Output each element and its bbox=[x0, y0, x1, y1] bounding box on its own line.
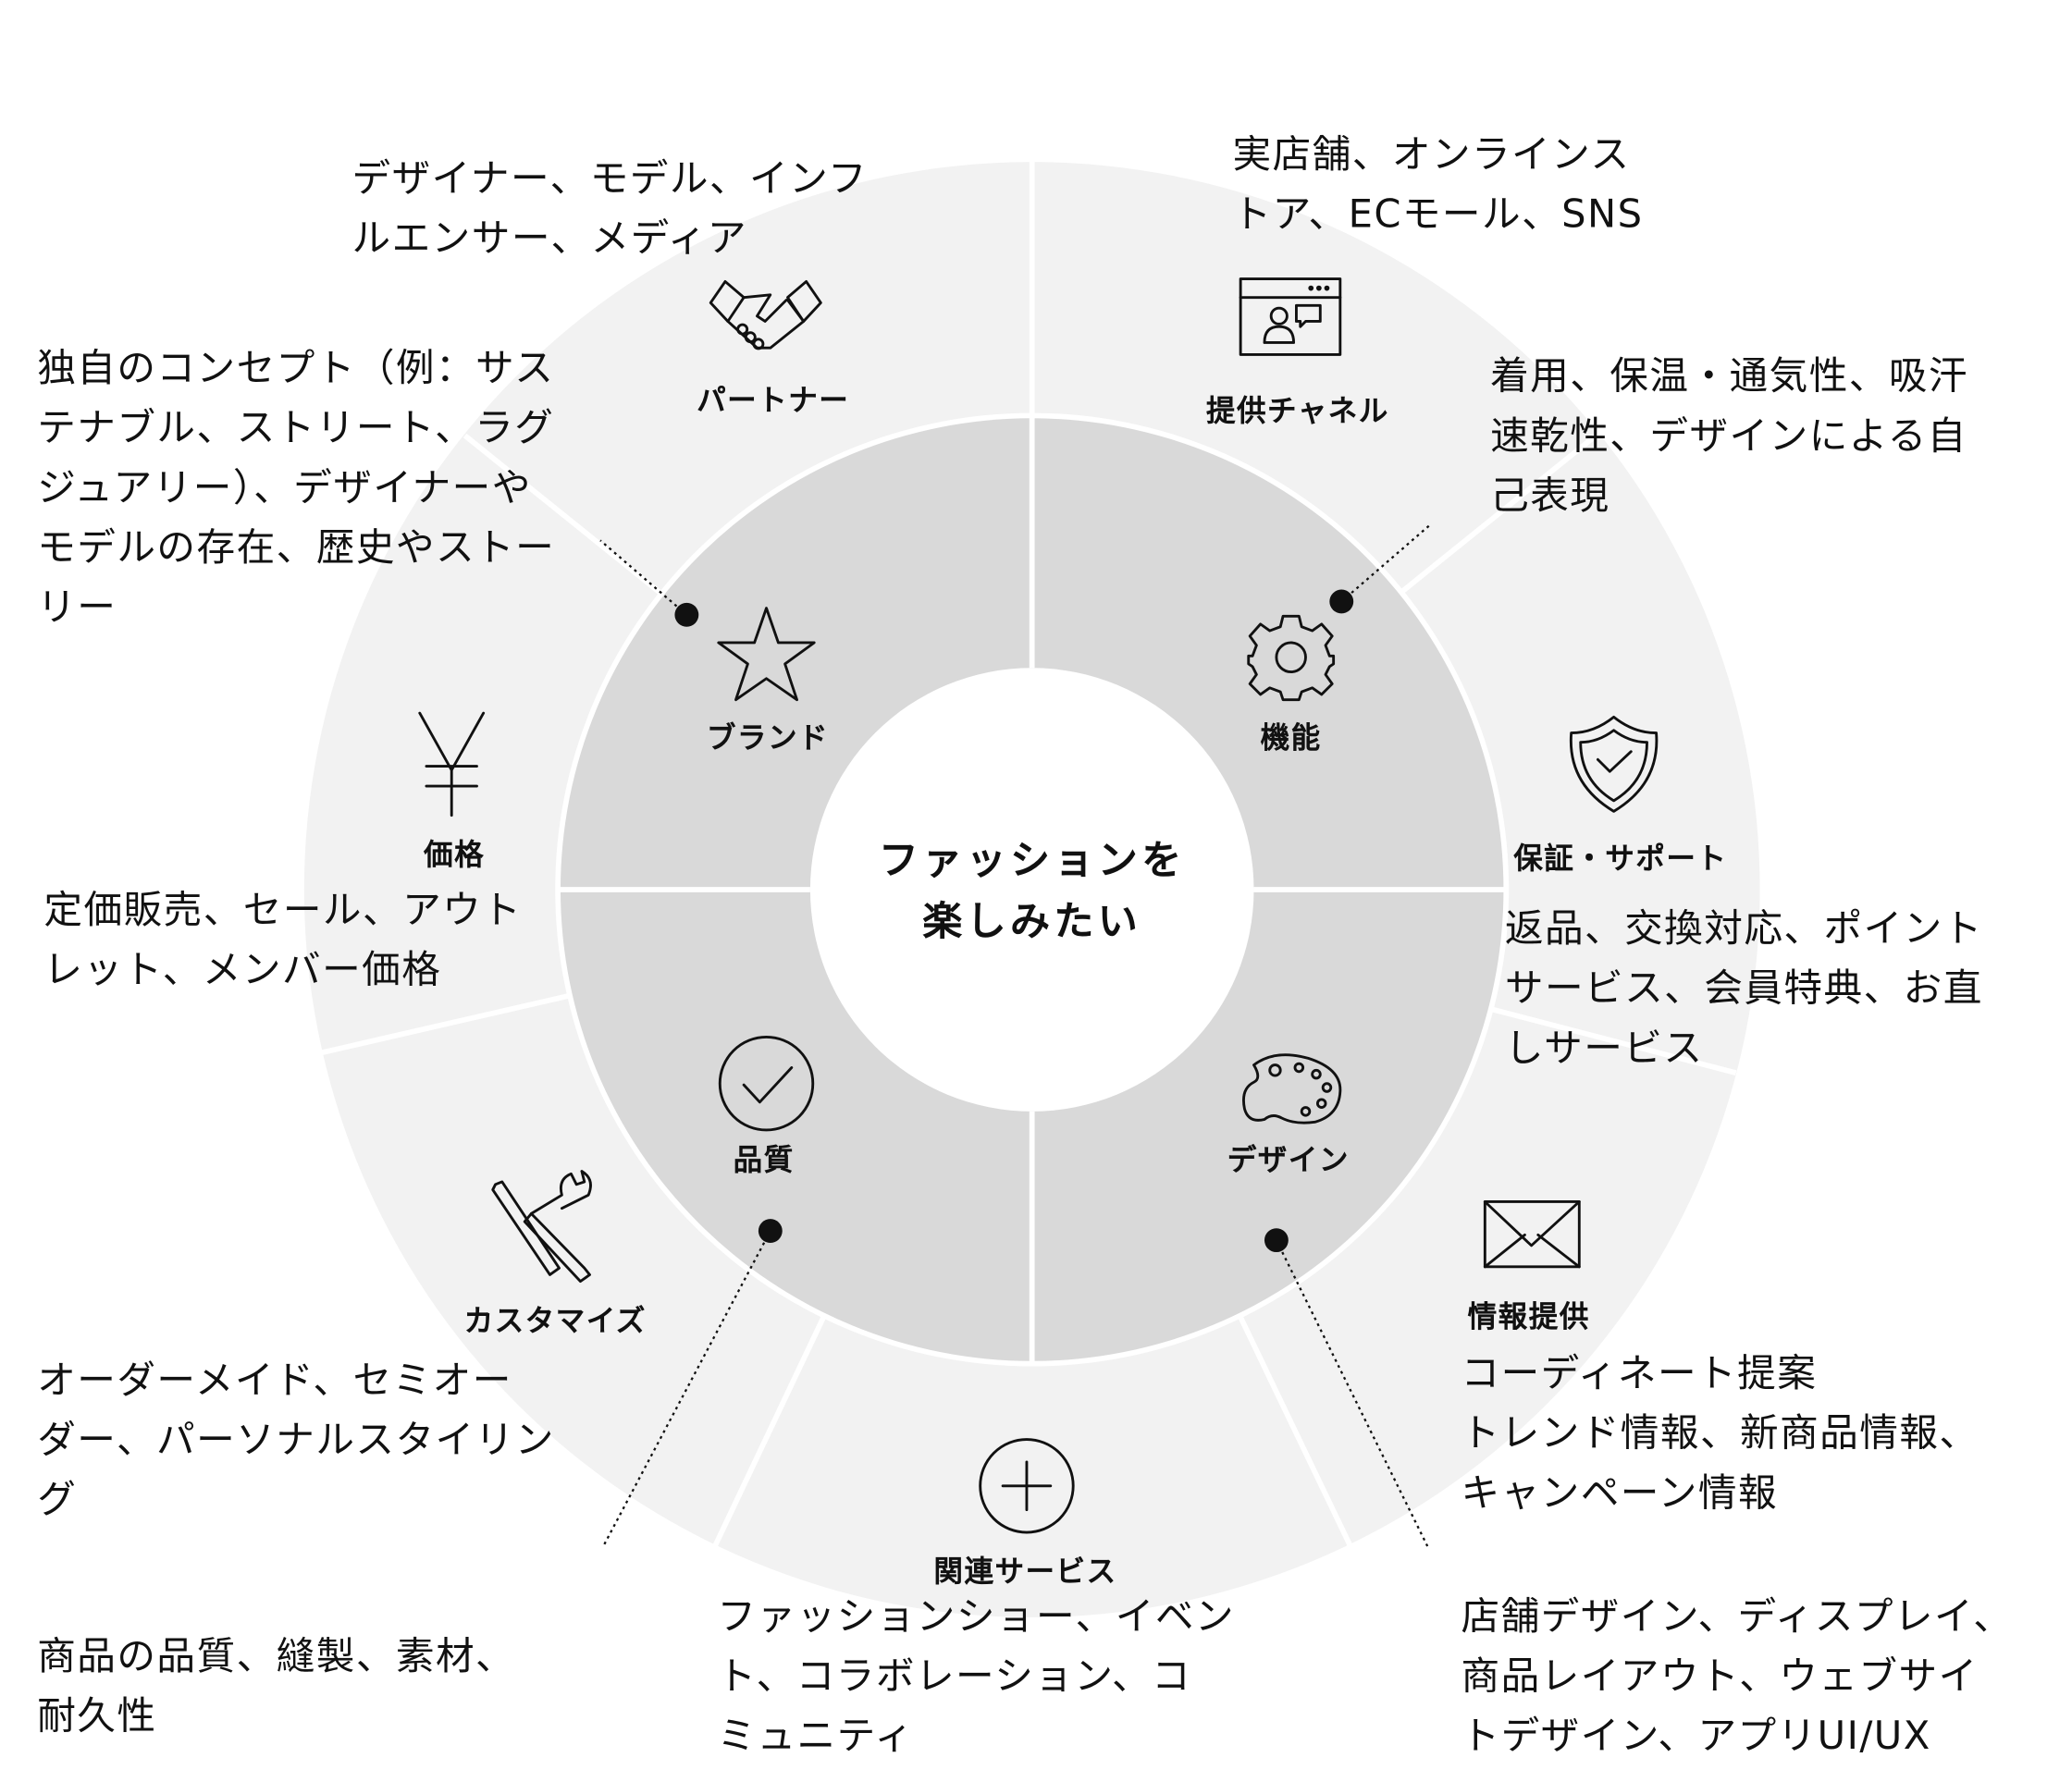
desc-line: キャンペーン情報 bbox=[1461, 1469, 1779, 1516]
desc-function: 着用、保温・通気性、吸汗 速乾性、デザインによる自 己表現 bbox=[1490, 347, 1968, 526]
desc-line: サービス、会員特典、お直 bbox=[1504, 965, 1983, 1011]
browser-chat-icon bbox=[1239, 277, 1342, 356]
check-circle-icon bbox=[718, 1036, 815, 1132]
label-support: 保証・サポート bbox=[1513, 842, 1728, 877]
desc-line: しサービス bbox=[1504, 1025, 1704, 1071]
envelope-icon bbox=[1483, 1200, 1581, 1269]
handshake-icon bbox=[709, 279, 822, 350]
gear-icon bbox=[1247, 614, 1336, 702]
desc-line: トデザイン、アプリUI/UX bbox=[1461, 1713, 1931, 1759]
desc-line: 独自のコンセプト（例：サス bbox=[37, 345, 555, 391]
desc-line: トア、ECモール、SNS bbox=[1232, 190, 1644, 237]
tools-icon bbox=[491, 1170, 592, 1284]
desc-line: コーディネート提案 bbox=[1461, 1350, 1818, 1396]
label-channel: 提供チャネル bbox=[1205, 395, 1389, 429]
desc-design: 店舗デザイン、ディスプレイ、 商品レイアウト、ウェブサイ トデザイン、アプリUI… bbox=[1461, 1587, 2013, 1766]
desc-support: 返品、交換対応、ポイント サービス、会員特典、お直 しサービス bbox=[1505, 899, 1983, 1078]
outer-divider bbox=[319, 993, 570, 1056]
desc-line: 着用、保温・通気性、吸汗 bbox=[1490, 352, 1969, 399]
leader-lines bbox=[599, 523, 1432, 1548]
desc-line: トレンド情報、新商品情報、 bbox=[1461, 1409, 1980, 1456]
plus-circle-icon bbox=[979, 1438, 1075, 1534]
desc-line: ト、コラボレーション、コ bbox=[717, 1653, 1192, 1699]
label-customize: カスタマイズ bbox=[463, 1305, 647, 1339]
desc-line: 返品、交換対応、ポイント bbox=[1504, 905, 1983, 952]
desc-line: 速乾性、デザインによる自 bbox=[1490, 412, 1967, 459]
desc-line: ジュアリー）、デザイナーや bbox=[37, 464, 532, 510]
outer-divider bbox=[1238, 1316, 1353, 1549]
palette-icon bbox=[1242, 1053, 1342, 1125]
dot-brand bbox=[674, 602, 699, 627]
desc-line: オーダーメイド、セミオー bbox=[37, 1357, 512, 1403]
dividers bbox=[319, 159, 1737, 1549]
center-title: ファッションを 楽しみたい bbox=[879, 831, 1186, 953]
label-related: 関連サービス bbox=[933, 1555, 1117, 1590]
label-quality: 品質 bbox=[733, 1144, 795, 1178]
label-function: 機能 bbox=[1260, 722, 1322, 756]
desc-line: 実店舗、オンラインス bbox=[1232, 131, 1631, 177]
center-title-line: 楽しみたい bbox=[922, 899, 1142, 946]
desc-line: 耐久性 bbox=[37, 1692, 157, 1739]
desc-partner: デザイナー、モデル、インフ ルエンサー、メディア bbox=[352, 149, 869, 268]
outer-divider bbox=[1400, 430, 1601, 595]
center-title-line: ファッションを bbox=[878, 838, 1186, 885]
yen-icon bbox=[418, 711, 486, 817]
label-brand: ブランド bbox=[706, 722, 830, 756]
desc-line: 商品レイアウト、ウェブサイ bbox=[1461, 1653, 1979, 1699]
outer-divider bbox=[462, 433, 665, 597]
shield-check-icon bbox=[1569, 715, 1659, 813]
desc-line: 商品の品質、縫製、素材、 bbox=[37, 1633, 516, 1678]
desc-customize: オーダーメイド、セミオー ダー、パーソナルスタイリン グ bbox=[37, 1350, 555, 1530]
desc-quality: 商品の品質、縫製、素材、 耐久性 bbox=[37, 1627, 515, 1746]
desc-line: テナブル、ストリート、ラグ bbox=[37, 404, 555, 450]
desc-line: レット、メンバー価格 bbox=[43, 946, 442, 992]
star-icon bbox=[717, 607, 816, 702]
desc-related: ファッションショー、イベン ト、コラボレーション、コ ミュニティ bbox=[717, 1587, 1235, 1766]
center-circle bbox=[809, 668, 1254, 1112]
desc-line: 定価販売、セール、アウト bbox=[43, 887, 523, 933]
desc-line: ファッションショー、イベン bbox=[717, 1593, 1235, 1639]
dot-quality bbox=[758, 1219, 783, 1244]
outer-divider bbox=[711, 1316, 826, 1549]
desc-channel: 実店舗、オンラインス トア、ECモール、SNS bbox=[1233, 125, 1644, 244]
desc-line: ダー、パーソナルスタイリン bbox=[37, 1417, 555, 1462]
label-price: 価格 bbox=[424, 839, 486, 873]
desc-line: モデルの存在、歴史やストー bbox=[37, 524, 556, 571]
desc-line: ルエンサー、メディア bbox=[352, 215, 747, 261]
desc-brand: 独自のコンセプト（例：サス テナブル、ストリート、ラグ ジュアリー）、デザイナー… bbox=[37, 338, 555, 637]
dot-function bbox=[1329, 589, 1354, 614]
desc-line: 店舗デザイン、ディスプレイ、 bbox=[1461, 1593, 2014, 1639]
desc-line: 己表現 bbox=[1490, 473, 1610, 519]
desc-line: ミュニティ bbox=[717, 1713, 915, 1759]
leader-line-brand bbox=[599, 539, 688, 616]
desc-price: 定価販売、セール、アウト レット、メンバー価格 bbox=[43, 880, 522, 1000]
desc-line: グ bbox=[37, 1476, 78, 1522]
desc-info: コーディネート提案 トレンド情報、新商品情報、 キャンペーン情報 bbox=[1461, 1344, 1979, 1523]
label-partner: パートナー bbox=[697, 385, 850, 419]
label-info: 情報提供 bbox=[1467, 1301, 1590, 1335]
outer-divider bbox=[1490, 1006, 1737, 1075]
desc-line: リー bbox=[37, 584, 117, 630]
dot-design bbox=[1264, 1228, 1289, 1253]
label-design: デザイン bbox=[1227, 1144, 1350, 1178]
desc-line: デザイナー、モデル、インフ bbox=[352, 155, 869, 201]
